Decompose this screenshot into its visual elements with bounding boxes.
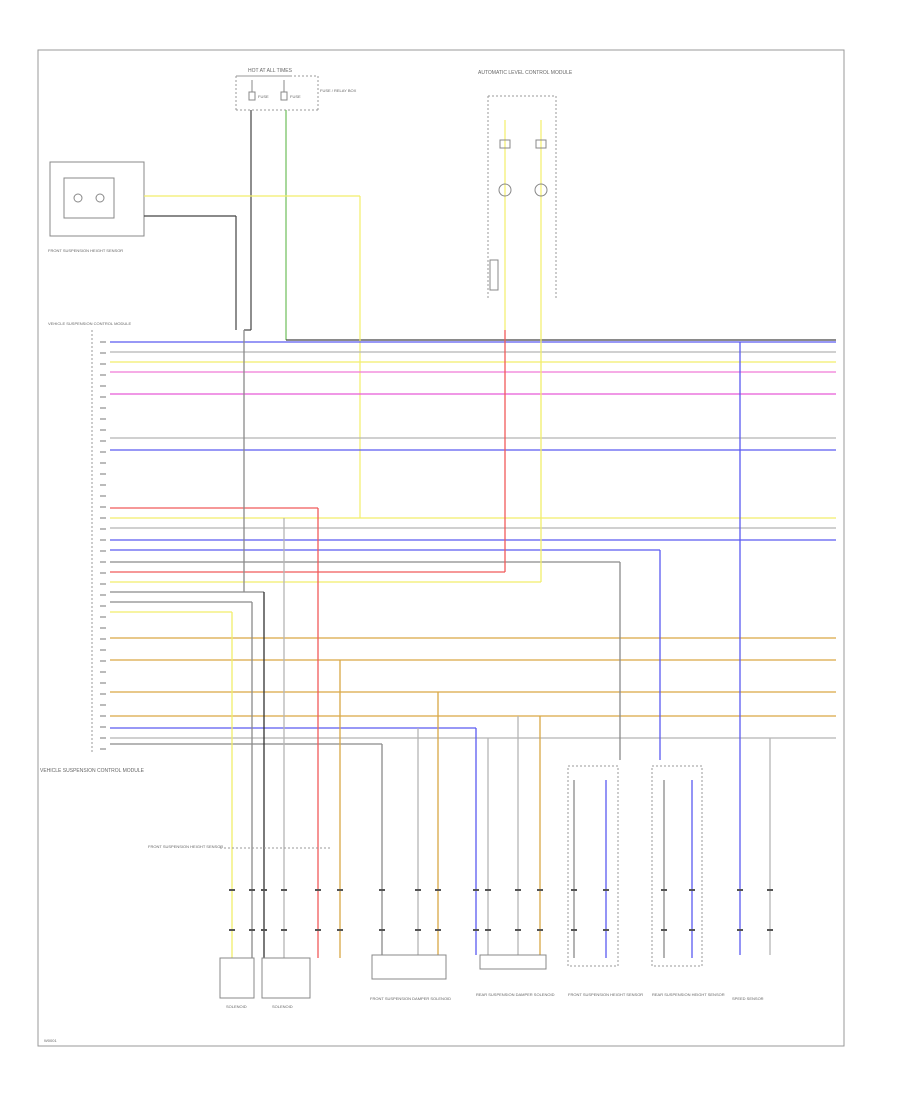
connector-pin xyxy=(100,528,106,530)
sensor-6-label: REAR SUSPENSION HEIGHT SENSOR xyxy=(652,992,725,997)
connector-pin xyxy=(100,539,106,541)
fuse-b-icon xyxy=(280,91,288,101)
diagram-frame xyxy=(37,49,845,1047)
sensor-2-label: SOLENOID xyxy=(272,1004,293,1009)
connector-pin xyxy=(100,506,106,508)
connector-pin xyxy=(100,737,106,739)
connector-pin xyxy=(100,517,106,519)
connector-pin xyxy=(100,341,106,343)
bus-wires xyxy=(110,341,836,745)
fuse-b-label: FUSE xyxy=(290,94,301,99)
connector-pin xyxy=(100,396,106,398)
connector-pin xyxy=(100,561,106,563)
connector-pin xyxy=(100,462,106,464)
connector-pin xyxy=(100,352,106,354)
connector-pin xyxy=(100,473,106,475)
connector-pin xyxy=(100,374,106,376)
connector-pin xyxy=(100,704,106,706)
connector-pin xyxy=(100,660,106,662)
sensor-3-label: FRONT SUSPENSION DAMPER SOLENOID xyxy=(370,996,451,1001)
fuse-a-icon xyxy=(248,91,256,101)
connector-pin xyxy=(100,385,106,387)
drop-wires xyxy=(229,330,773,958)
footer-code: W0001 xyxy=(44,1038,57,1043)
connector-pin xyxy=(100,429,106,431)
connector-pin xyxy=(100,715,106,717)
top-module: AUTOMATIC LEVEL CONTROL MODULE xyxy=(478,70,573,330)
connector-pin xyxy=(100,363,106,365)
sensor-4-label: REAR SUSPENSION DAMPER SOLENOID xyxy=(476,992,555,997)
connector-pin xyxy=(100,616,106,618)
connector-pin xyxy=(100,682,106,684)
connector-pins xyxy=(100,341,106,750)
sensor-7-label: SPEED SENSOR xyxy=(732,996,764,1001)
connector-pin xyxy=(100,594,106,596)
connector-pin xyxy=(100,495,106,497)
connector-pin xyxy=(100,649,106,651)
connector-pin xyxy=(100,407,106,409)
connector-pin xyxy=(100,671,106,673)
connector-pin xyxy=(100,550,106,552)
control-module-tag: VEHICLE SUSPENSION CONTROL MODULE xyxy=(48,321,132,326)
connector-pin xyxy=(100,627,106,629)
fuse-block-top: HOT AT ALL TIMES FUSE FUSE FUSE / RELAY … xyxy=(235,68,357,111)
connector-pin xyxy=(100,693,106,695)
fuse-box-label: FUSE / RELAY BOX xyxy=(320,88,357,93)
hot-at-all-times-label: HOT AT ALL TIMES xyxy=(248,68,293,74)
front-sensor-box: FRONT SUSPENSION HEIGHT SENSOR xyxy=(48,161,361,518)
bottom-component-label: FRONT SUSPENSION HEIGHT SENSOR xyxy=(148,844,223,849)
connector-pin xyxy=(100,440,106,442)
control-module: VEHICLE SUSPENSION CONTROL MODULE VEHICL… xyxy=(40,321,145,774)
connector-pin xyxy=(100,726,106,728)
sensor-bulb-a-icon xyxy=(498,183,512,197)
connector-pin xyxy=(100,638,106,640)
sensor-bulb-b-icon xyxy=(534,183,548,197)
connector-pin xyxy=(100,572,106,574)
fuse-a-label: FUSE xyxy=(258,94,269,99)
sensor-1-label: SOLENOID xyxy=(226,1004,247,1009)
connector-pin xyxy=(100,451,106,453)
connector-pin xyxy=(100,748,106,750)
connector-pin xyxy=(100,605,106,607)
connector-pin xyxy=(100,583,106,585)
connector-pin xyxy=(100,418,106,420)
bottom-components: FRONT SUSPENSION HEIGHT SENSOR SOLENOID … xyxy=(44,765,764,1043)
front-sensor-box-label: FRONT SUSPENSION HEIGHT SENSOR xyxy=(48,248,123,253)
connector-pin xyxy=(100,484,106,486)
control-module-label: VEHICLE SUSPENSION CONTROL MODULE xyxy=(40,768,145,774)
sensor-5-label: FRONT SUSPENSION HEIGHT SENSOR xyxy=(568,992,643,997)
top-module-label: AUTOMATIC LEVEL CONTROL MODULE xyxy=(478,70,573,76)
